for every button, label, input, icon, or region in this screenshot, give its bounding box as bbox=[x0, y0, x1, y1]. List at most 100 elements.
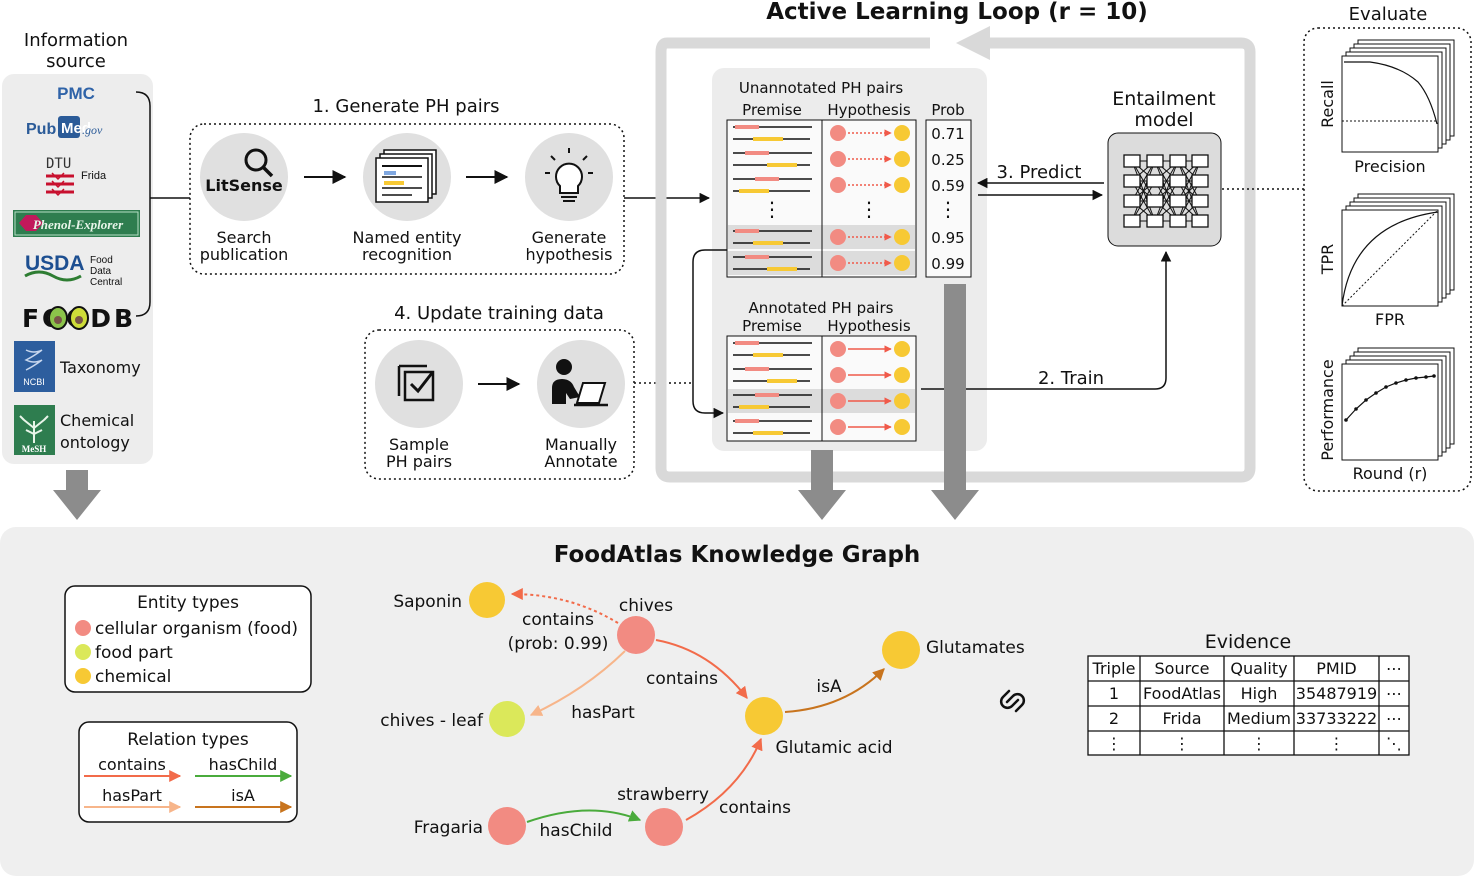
svg-text:.gov: .gov bbox=[82, 123, 103, 137]
node-glutamates bbox=[882, 631, 920, 669]
prob-value: 0.99 bbox=[931, 255, 964, 273]
plot3-ylabel: Performance bbox=[1318, 359, 1337, 460]
pubmed-med-box bbox=[58, 116, 80, 138]
unannotated-table: ⋮⋮ bbox=[726, 119, 917, 278]
step-search-line2: publication bbox=[200, 245, 289, 264]
node-saponin bbox=[469, 582, 505, 618]
plot1-xlabel: Precision bbox=[1354, 157, 1425, 176]
phenol-explorer-logo: Phenol-Explorer bbox=[13, 210, 140, 237]
plot3-xlabel: Round (r) bbox=[1353, 464, 1428, 483]
prob-frame bbox=[925, 119, 972, 278]
evidence-cell: ⋮ bbox=[1251, 734, 1267, 753]
unannotated-chemical-dot bbox=[894, 229, 910, 245]
evidence-title: Evidence bbox=[1205, 631, 1291, 653]
nn-edge bbox=[1177, 160, 1201, 202]
prob-value: 0.95 bbox=[931, 229, 964, 247]
evaluate-plots bbox=[1341, 39, 1455, 461]
nn-node bbox=[1169, 194, 1187, 208]
step-generate-line2: hypothesis bbox=[526, 245, 613, 264]
annotated-chemical-mention bbox=[767, 379, 797, 383]
evidence-cell: Frida bbox=[1162, 709, 1201, 728]
node-chives-leaf bbox=[489, 701, 525, 737]
annotated-chemical-dot bbox=[894, 341, 910, 357]
relation-type-label: contains bbox=[98, 755, 166, 774]
generate-ph-pairs-group: 1. Generate PH pairs LitSense Search pub… bbox=[189, 96, 625, 275]
pmc-logo: PMC bbox=[57, 84, 95, 103]
relation-type-label: hasPart bbox=[102, 786, 162, 805]
model-title-line2: model bbox=[1134, 109, 1193, 131]
evaluate-title: Evaluate bbox=[1349, 4, 1428, 25]
nn-node bbox=[1123, 154, 1141, 168]
unannotated-chemical-dot bbox=[894, 125, 910, 141]
edge-chives-haspart-leaf bbox=[529, 650, 626, 716]
unannotated-border bbox=[726, 119, 917, 278]
plot2-ylabel: TPR bbox=[1318, 244, 1337, 276]
plot2-roc-curve bbox=[1341, 211, 1439, 307]
step-generate-line1: Generate bbox=[532, 228, 607, 247]
pubmed-logo: Pub Med .gov bbox=[26, 116, 103, 138]
unannotated-food-dot bbox=[830, 229, 846, 245]
usda-logo: USDA Food Data Central bbox=[24, 252, 122, 288]
nn-edge bbox=[1177, 160, 1201, 222]
unannotated-hypothesis-header: Hypothesis bbox=[827, 101, 910, 119]
node-strawberry bbox=[645, 808, 683, 846]
entity-types-title: Entity types bbox=[137, 593, 239, 613]
step-annotate-line1: Manually bbox=[545, 435, 617, 454]
unannotated-food-mention bbox=[745, 151, 769, 155]
plot3-performance-line bbox=[1345, 375, 1435, 421]
generate-title: 1. Generate PH pairs bbox=[312, 96, 499, 117]
annotated-title: Annotated PH pairs bbox=[749, 299, 894, 317]
source-title-line2: source bbox=[46, 51, 106, 72]
ncbi-taxonomy-logo: NCBI Taxonomy bbox=[14, 341, 141, 392]
unannotated-chemical-mention bbox=[767, 267, 797, 271]
svg-text:Med: Med bbox=[61, 120, 91, 137]
annotated-down-arrow bbox=[798, 450, 846, 520]
plot1-frame bbox=[1341, 55, 1439, 153]
svg-text:DTU: DTU bbox=[46, 156, 71, 172]
label-saponin: Saponin bbox=[393, 592, 462, 612]
taxonomy-label: Taxonomy bbox=[59, 358, 141, 377]
nn-edge bbox=[1154, 180, 1179, 222]
entity-type-label: food part bbox=[95, 643, 173, 663]
plot2-diagonal bbox=[1341, 209, 1439, 307]
evidence-cell: 1 bbox=[1109, 684, 1119, 703]
unannotated-chemical-mention bbox=[753, 241, 783, 245]
label-contains-prob-line1: contains bbox=[522, 610, 594, 630]
svg-text:USDA: USDA bbox=[25, 252, 85, 275]
evidence-header-cell: PMID bbox=[1316, 659, 1357, 678]
label-contains-b: contains bbox=[719, 798, 791, 818]
annotated-food-mention bbox=[735, 341, 759, 345]
litsense-logo-text: LitSense bbox=[205, 176, 283, 195]
nn-node bbox=[1123, 174, 1141, 188]
nn-node bbox=[1146, 174, 1164, 188]
annotated-food-dot bbox=[830, 393, 846, 409]
annotated-chemical-dot bbox=[894, 367, 910, 383]
prob-value: 0.59 bbox=[931, 177, 964, 195]
annotated-hypothesis-header: Hypothesis bbox=[827, 317, 910, 335]
knowledge-graph-panel: FoodAtlas Knowledge Graph Entity types c… bbox=[0, 527, 1474, 876]
label-contains-prob-line2: (prob: 0.99) bbox=[508, 634, 609, 654]
loop-title: Active Learning Loop (r = 10) bbox=[766, 0, 1148, 25]
evaluate-panel: Evaluate Precision Recall FPR TPR Round … bbox=[1303, 4, 1472, 492]
plot3-point bbox=[1384, 385, 1388, 389]
unannotated-food-mention bbox=[755, 177, 779, 181]
plot3-point bbox=[1364, 398, 1368, 402]
relation-types-title: Relation types bbox=[127, 730, 249, 750]
annotate-circle bbox=[537, 340, 625, 428]
person-laptop-icon bbox=[552, 359, 608, 407]
label-haschild: hasChild bbox=[540, 821, 613, 841]
unannotated-food-dot bbox=[830, 255, 846, 271]
entity-type-dot bbox=[75, 644, 91, 660]
loop-arrow-head bbox=[956, 26, 990, 60]
mesh-chemical-ontology-logo: MeSH Chemical ontology bbox=[14, 405, 134, 455]
evidence-cell: 33733222 bbox=[1296, 709, 1377, 728]
annotated-chemical-mention bbox=[753, 353, 783, 357]
nn-edge bbox=[1154, 160, 1179, 222]
plot3-point bbox=[1374, 391, 1378, 395]
svg-text:Frida: Frida bbox=[81, 170, 107, 182]
entity-type-label: cellular organism (food) bbox=[95, 619, 298, 639]
evidence-cell: ⋯ bbox=[1386, 709, 1402, 728]
unannotated-chemical-mention bbox=[739, 189, 769, 193]
chemical-label-line2: ontology bbox=[60, 433, 130, 452]
